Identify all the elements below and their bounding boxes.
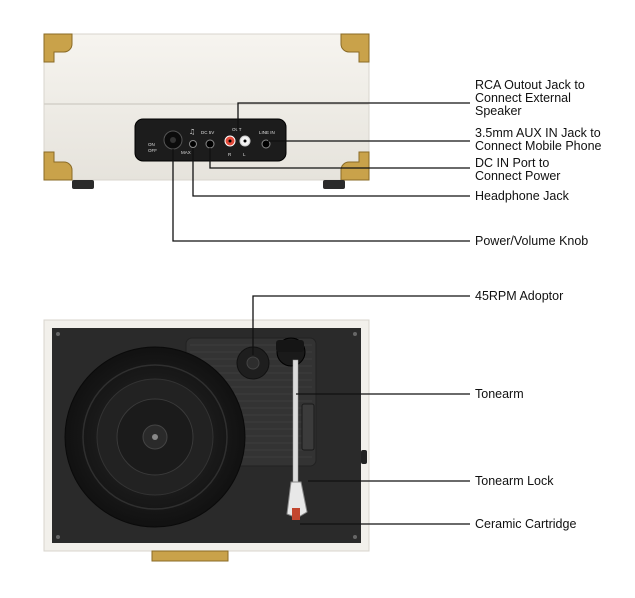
platter-spindle <box>152 434 158 440</box>
headphone-icon: ♫ <box>189 128 195 136</box>
label-max: MAX <box>181 150 191 155</box>
brass-corner-bottom-left <box>43 151 73 181</box>
callout-lock: Tonearm Lock <box>475 474 554 488</box>
aux-in-jack <box>261 139 271 149</box>
callout-headphone: Headphone Jack <box>475 189 569 203</box>
label-line-in: LINE IN <box>259 130 275 135</box>
callout-rca: RCA Outout Jack to Connect External Spea… <box>475 78 585 118</box>
rear-foot-right <box>323 180 345 189</box>
label-on-off-on: ON <box>148 142 155 147</box>
callout-knob: Power/Volume Knob <box>475 234 589 248</box>
brass-corner-top-right <box>340 33 370 63</box>
rear-case <box>43 33 370 181</box>
line-knob <box>172 149 470 242</box>
rear-foot-left <box>72 180 94 189</box>
line-dc <box>209 148 470 169</box>
brass-corner-top-left <box>43 33 73 63</box>
platter-ring <box>82 364 228 510</box>
side-knob <box>361 450 367 464</box>
label-on-off-off: OFF <box>148 148 157 153</box>
callout-cartridge: Ceramic Cartridge <box>475 517 577 531</box>
callout-tonearm: Tonearm <box>475 387 524 401</box>
callout-aux: 3.5mm AUX IN Jack to Connect Mobile Phon… <box>475 126 602 153</box>
brass-corner-bottom-right <box>340 151 370 181</box>
line-headphone <box>192 148 470 197</box>
tonearm-rest <box>301 403 315 451</box>
top-callout-lines <box>252 295 470 525</box>
headphone-jack <box>189 140 197 148</box>
rear-callout-lines <box>172 102 470 242</box>
top-view <box>43 295 470 562</box>
dc-in-port <box>205 139 215 149</box>
rear-view: ON OFF MAX ♫ DC 5V OUT R L LINE IN <box>43 33 470 242</box>
latch <box>151 550 229 562</box>
label-dc: DC 5V <box>201 130 214 135</box>
line-adaptor <box>252 295 470 355</box>
line-rca <box>237 102 470 131</box>
tonearm-rod <box>292 359 299 485</box>
label-l: L <box>243 152 246 157</box>
label-r: R <box>228 152 232 157</box>
label-out: OUT <box>232 127 242 132</box>
callout-dc: DC IN Port to Connect Power <box>475 156 561 183</box>
callout-adaptor: 45RPM Adoptor <box>475 289 564 303</box>
tonearm-counterweight <box>276 340 304 352</box>
